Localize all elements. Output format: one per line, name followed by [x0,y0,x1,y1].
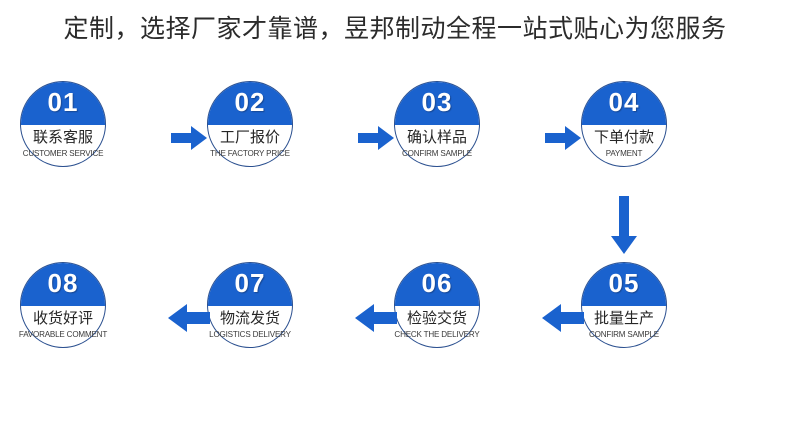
step-disc [394,81,480,167]
step-disc [20,81,106,167]
step-disc [394,262,480,348]
arrow-down-icon-04-05 [609,196,639,256]
arrow-right-icon-02-03 [358,124,394,152]
step-circle-07[interactable]: 07 物流发货 LOGISTICS DELIVERY [207,262,293,348]
step-number: 03 [421,87,453,117]
arrow-left-icon-07-08 [542,302,584,334]
step-circle-08[interactable]: 08 收货好评 FAVORABLE COMMENT [19,262,107,348]
step-label-en: CONFIRM SAMPLE [401,148,473,158]
arrow-left-icon-05-06 [355,302,397,334]
step-number: 05 [608,268,640,298]
step-label-cn: 批量生产 [593,310,654,327]
arrow-right-icon-01-02 [171,124,207,152]
step-circle-03[interactable]: 03 确认样品 CONFIRM SAMPLE [394,81,480,167]
step-label-en: PAYMENT [605,148,643,158]
step-label-en: THE FACTORY PRICE [210,148,290,158]
arrow-right-icon-03-04 [545,124,581,152]
step-number: 07 [234,268,266,298]
step-disc [581,262,667,348]
step-label-en: CHECK THE DELIVERY [394,329,480,339]
step-top-half [582,82,666,125]
step-top-half [208,82,292,125]
step-top-half [208,263,292,306]
arrow-left-icon-06-07 [168,302,210,334]
step-label-cn: 下单付款 [593,129,654,146]
step-number: 02 [234,87,266,117]
step-label-en: FAVORABLE COMMENT [18,329,108,339]
step-number: 06 [421,268,453,298]
step-top-half [395,263,479,306]
step-label-en: CUSTOMER SERVICE [22,148,104,158]
step-circle-01[interactable]: 01 联系客服 CUSTOMER SERVICE [20,81,106,167]
step-circle-04[interactable]: 04 下单付款 PAYMENT [581,81,667,167]
step-label-cn: 检验交货 [406,310,467,327]
step-disc [20,262,106,348]
step-number: 01 [47,87,79,117]
step-top-half [395,82,479,125]
step-label-en: LOGISTICS DELIVERY [209,329,291,339]
step-disc [207,262,293,348]
step-circle-06[interactable]: 06 检验交货 CHECK THE DELIVERY [394,262,480,348]
page-title: 定制，选择厂家才靠谱，昱邦制动全程一站式贴心为您服务 [63,15,727,43]
step-label-cn: 联系客服 [32,129,93,146]
step-label-en: CONFIRM SAMPLE [588,329,660,339]
step-top-half [21,82,105,125]
step-label-cn: 工厂报价 [219,129,280,146]
step-top-half [582,263,666,306]
step-number: 08 [47,268,79,298]
step-label-cn: 确认样品 [406,129,467,146]
step-number: 04 [608,87,640,117]
step-circle-05[interactable]: 05 批量生产 CONFIRM SAMPLE [581,262,667,348]
step-circle-02[interactable]: 02 工厂报价 THE FACTORY PRICE [207,81,293,167]
step-disc [581,81,667,167]
step-top-half [21,263,105,306]
step-disc [207,81,293,167]
step-label-cn: 物流发货 [219,310,280,327]
step-label-cn: 收货好评 [32,310,93,327]
